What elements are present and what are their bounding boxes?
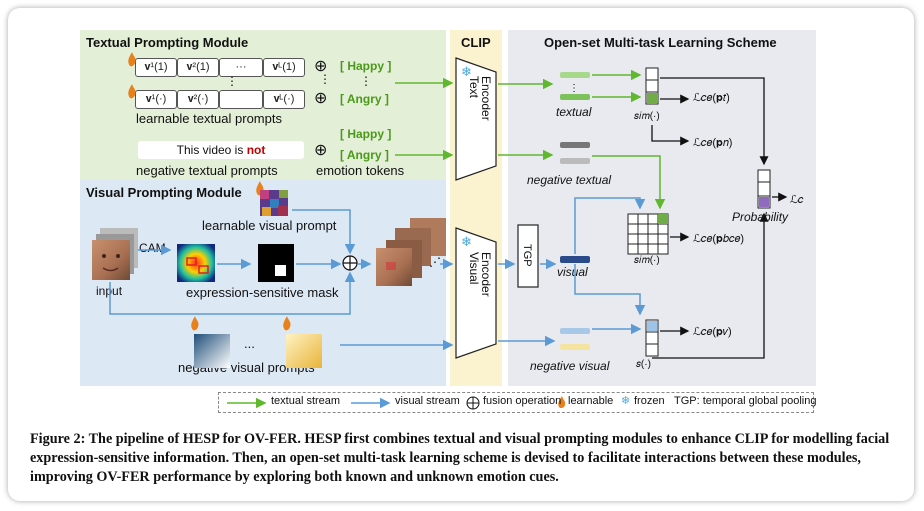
negative-textual-label: negative textual prompts <box>136 163 278 178</box>
legend-learnable: learnable <box>568 395 614 407</box>
visual-module-title: Visual Prompting Module <box>86 185 242 200</box>
legend-tgp: TGP: temporal global pooling <box>674 395 817 407</box>
emotion-token-happy-neg: [ Happy ] <box>340 127 392 141</box>
learnable-visual-label: learnable visual prompt <box>202 218 337 233</box>
sim-label: 𝑠𝑖𝑚(·) <box>634 255 660 266</box>
visual-module-panel <box>80 180 446 386</box>
fusion-symbol: ⊕ <box>314 142 328 159</box>
mask-label: expression-sensitive mask <box>186 285 339 300</box>
legend-visual: visual stream <box>395 395 460 407</box>
clip-panel <box>450 30 502 386</box>
negative-text-not: not <box>246 143 266 157</box>
cam-label: CAM <box>139 241 166 255</box>
scheme-title: Open-set Multi-task Learning Scheme <box>544 35 777 50</box>
prompt-token: 𝐯¹(1) <box>135 58 177 77</box>
legend-frozen: frozen <box>634 395 665 407</box>
loss-label: ℒ𝑐𝑒(𝐩𝑏𝑐𝑒) <box>693 233 745 245</box>
vdots: ⋮ <box>360 74 372 88</box>
ellipsis: ... <box>244 336 255 351</box>
negative-textual-feature-label: negative textual <box>527 173 612 187</box>
textual-feature-label: textual <box>556 105 592 119</box>
prompt-token <box>219 90 263 109</box>
loss-final-label: ℒ𝑐 <box>790 194 804 206</box>
prompt-token: 𝐯²(·) <box>177 90 219 109</box>
loss-label: ℒ𝑐𝑒(𝐩𝑣) <box>693 326 732 338</box>
prompt-vdots: ⋮ <box>226 74 238 88</box>
prompt-token: ··· <box>219 58 263 77</box>
loss-label: ℒ𝑐𝑒(𝐩𝑡) <box>693 92 730 104</box>
negative-text-prefix: This video is <box>176 143 247 157</box>
fusion-symbol: ⊕ <box>314 90 328 107</box>
learnable-textual-label: learnable textual prompts <box>136 111 282 126</box>
prompt-token: 𝐯¹(·) <box>135 90 177 109</box>
vdots: ⋮ <box>319 72 331 86</box>
negative-visual-feature-label: negative visual <box>530 359 610 373</box>
probability-label: Probability <box>732 210 789 224</box>
visual-feature-label: visual <box>557 265 588 279</box>
snowflake-icon: ❄ <box>621 395 631 407</box>
sim-label: 𝑠(·) <box>636 359 651 370</box>
clip-title: CLIP <box>461 35 491 50</box>
fusion-symbol: ⊕ <box>314 58 328 75</box>
emotion-token-angry-neg: [ Angry ] <box>340 148 389 162</box>
legend-textual: textual stream <box>271 395 341 407</box>
sim-label: 𝑠𝑖𝑚(·) <box>634 111 660 122</box>
emotion-token-angry: [ Angry ] <box>340 92 389 106</box>
legend-fusion: fusion operation <box>483 395 562 407</box>
loss-label: ℒ𝑐𝑒(𝐩𝑛) <box>693 137 733 149</box>
prompt-token: 𝐯ᴸ(1) <box>263 58 305 77</box>
figure-caption: Figure 2: The pipeline of HESP for OV-FE… <box>30 431 890 485</box>
input-label: input <box>96 284 123 298</box>
prompt-token: 𝐯ᴸ(·) <box>263 90 305 109</box>
prompt-token: 𝐯²(1) <box>177 58 219 77</box>
legend: textual stream visual stream fusion oper… <box>218 392 817 413</box>
negative-text-box: This video is not <box>138 141 304 159</box>
textual-module-title: Textual Prompting Module <box>86 35 249 50</box>
emotion-token-happy: [ Happy ] <box>340 59 392 73</box>
emotion-tokens-label: emotion tokens <box>316 163 405 178</box>
negative-visual-label: negative visual prompts <box>178 360 315 375</box>
scheme-panel <box>508 30 816 386</box>
